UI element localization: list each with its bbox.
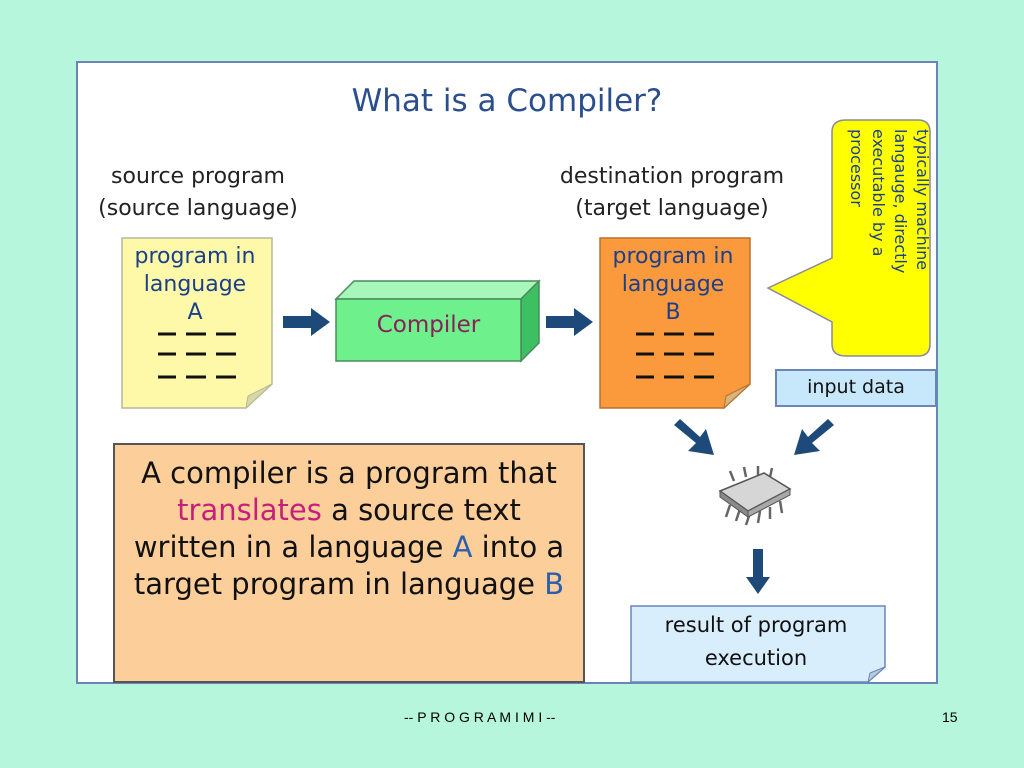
arrow-down-icon — [746, 549, 770, 594]
compiler-box — [334, 279, 541, 363]
slide-title: What is a Compiler? — [351, 83, 663, 119]
destination-document-text: program in language B — [612, 244, 734, 325]
result-text: result of program execution — [664, 613, 848, 670]
letter-b: B — [544, 567, 565, 601]
definition-box: A compiler is a program that translates … — [113, 443, 585, 683]
compiler-label: Compiler — [376, 312, 481, 338]
source-program-label: source program (source language) — [98, 164, 298, 221]
destination-document — [599, 237, 751, 410]
arrow-right-icon — [546, 308, 593, 336]
result-box — [630, 605, 886, 684]
source-document — [121, 237, 273, 410]
translates-highlight: translates — [177, 493, 322, 527]
letter-a: A — [452, 530, 473, 564]
definition-text: A compiler is a program that translates … — [133, 456, 565, 601]
arrow-down-right-icon — [674, 419, 714, 455]
footer-text: -- P R O G R A M I M I -- — [404, 709, 556, 725]
source-document-text: program in language A — [134, 244, 256, 325]
page-number: 15 — [942, 709, 958, 725]
arrow-down-left-icon — [794, 419, 834, 455]
callout-text: typically machine langauge, directly exe… — [847, 129, 932, 274]
input-data-box: input data — [775, 369, 937, 407]
arrow-right-icon — [283, 308, 330, 336]
microchip-icon — [718, 466, 792, 526]
destination-program-label: destination program (target language) — [559, 164, 785, 221]
diagram-panel: What is a Compiler? source program (sour… — [76, 61, 938, 684]
machine-language-callout — [766, 119, 931, 357]
